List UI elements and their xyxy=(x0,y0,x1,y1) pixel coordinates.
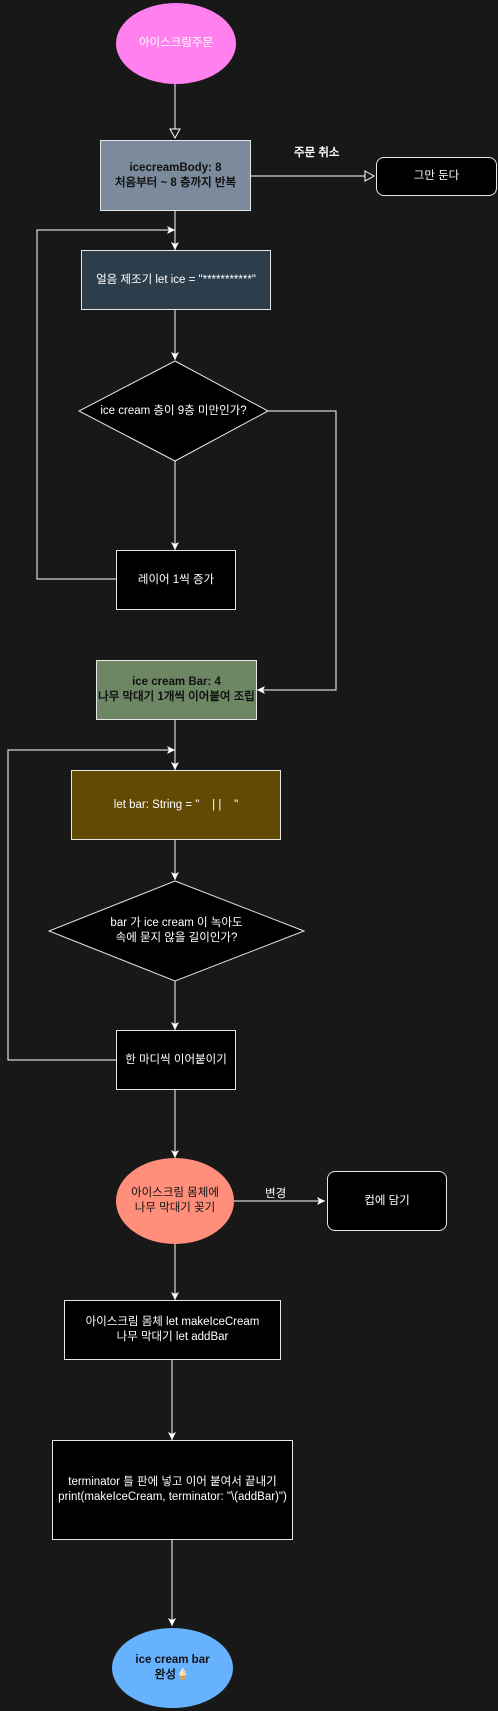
start-node: 아이스크림주문 xyxy=(116,3,236,84)
stop-node: 그만 둔다 xyxy=(376,157,497,196)
bar-append-node: 한 마디씩 이어붙이기 xyxy=(116,1030,236,1090)
layer-check-diamond xyxy=(77,360,270,462)
cup-node: 컵에 담기 xyxy=(327,1171,447,1231)
edge-check-to-barloop xyxy=(257,410,337,694)
bar-string-node: let bar: String = " | | " xyxy=(71,770,281,840)
change-edge-label: 변경 xyxy=(265,1188,287,1200)
bar-loop-node: ice cream Bar: 4 나무 막대기 1개씩 이어붙여 조립 xyxy=(96,660,257,720)
layer-increase-node: 레이어 1씩 증가 xyxy=(116,550,236,610)
end-node: ice cream bar 완성🍦 xyxy=(112,1628,233,1708)
body-loop-node: icecreamBody: 8 처음부터 ~ 8 층까지 반복 xyxy=(100,140,251,211)
ice-maker-node: 얼음 제조기 let ice = "***********" xyxy=(81,250,271,310)
variables-node: 아이스크림 몸체 let makeIceCream 나무 막대기 let add… xyxy=(64,1300,281,1360)
terminator-node: terminator 틀 판에 넣고 이어 붙여서 끝내기 print(make… xyxy=(52,1440,293,1540)
insert-stick-node: 아이스크림 몸체에 나무 막대기 꽂기 xyxy=(116,1158,234,1244)
cancel-edge-label: 주문 취소 xyxy=(294,147,340,159)
layer-check-label: ice cream 층이 9층 미만인가? xyxy=(100,404,247,417)
bar-check-label: bar 가 ice cream 이 녹아도 속에 묻지 않을 길이인가? xyxy=(110,917,243,944)
edge-append-loop-back xyxy=(7,746,175,1061)
bar-check-diamond xyxy=(47,880,306,982)
edge-increase-loop-back xyxy=(36,226,175,580)
